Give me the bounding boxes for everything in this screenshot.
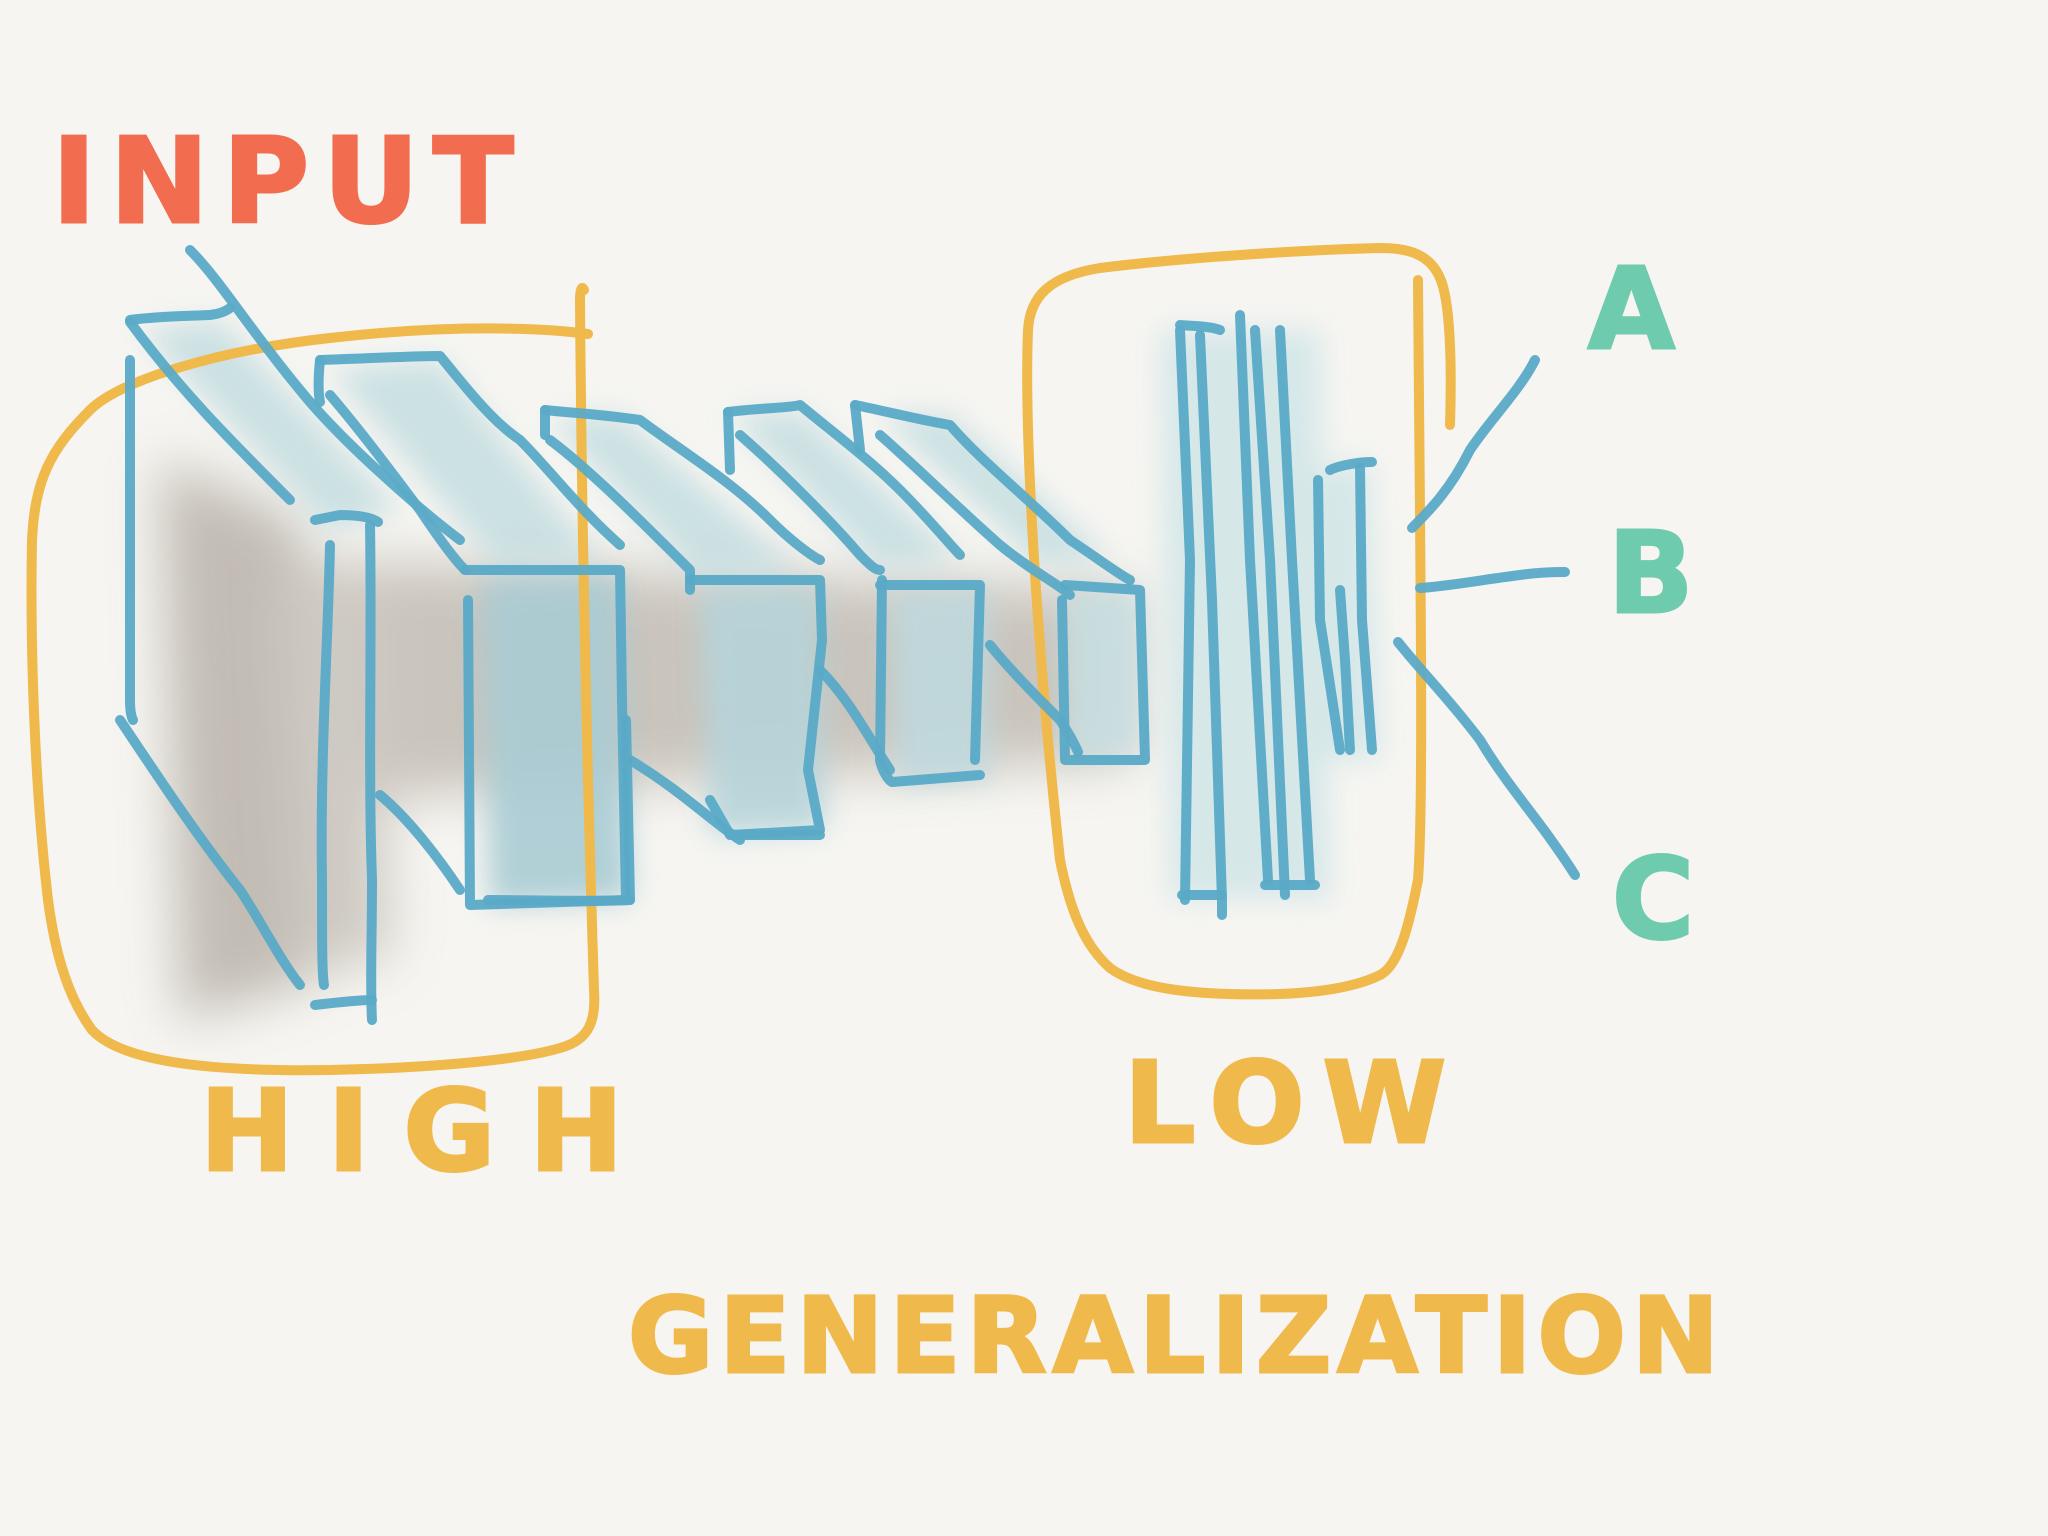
- output-label-a: A: [1588, 245, 1675, 375]
- output-label-c: C: [1612, 835, 1694, 965]
- input-label: INPUT: [52, 112, 527, 250]
- high-label: HIGH: [200, 1067, 657, 1197]
- low-label: LOW: [1124, 1039, 1464, 1169]
- low-region-outline: [1022, 243, 1456, 1000]
- generalization-label: GENERALIZATION: [628, 1275, 1725, 1397]
- output-label-b: B: [1608, 509, 1693, 639]
- layer-drawings: [115, 245, 1580, 1025]
